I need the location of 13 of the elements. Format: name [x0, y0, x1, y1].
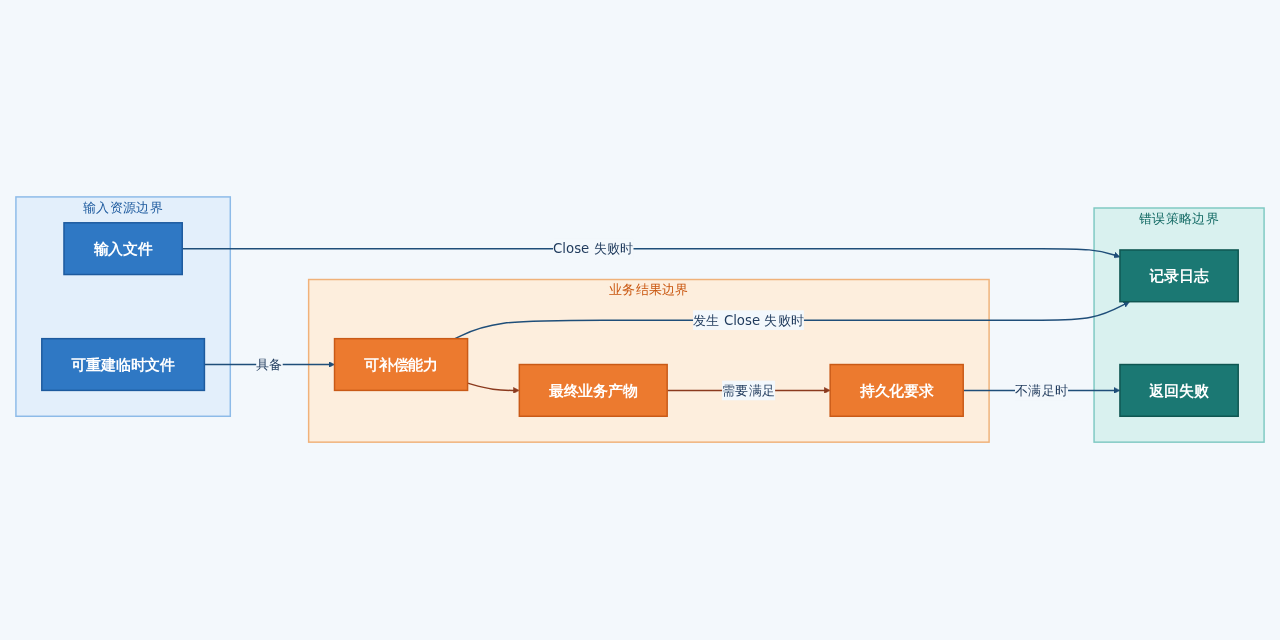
edge-label: Close 失败时 [553, 241, 634, 257]
edge-label: 发生 Close 失败时 [693, 312, 805, 329]
node-box: 持久化要求 [829, 364, 964, 418]
node-box: 返回失败 [1119, 364, 1239, 418]
arrow [454, 301, 1130, 340]
node-box: 最终业务产物 [518, 364, 668, 418]
edge-label: 需要满足 [722, 383, 776, 399]
node-box: 可重建临时文件 [41, 338, 206, 392]
node-box: 可补偿能力 [333, 338, 469, 392]
node-box: 记录日志 [1119, 249, 1239, 303]
edge-label: 具备 [256, 357, 283, 373]
node-box: 输入文件 [63, 222, 183, 276]
edge-label: 不满足时 [1014, 383, 1069, 399]
